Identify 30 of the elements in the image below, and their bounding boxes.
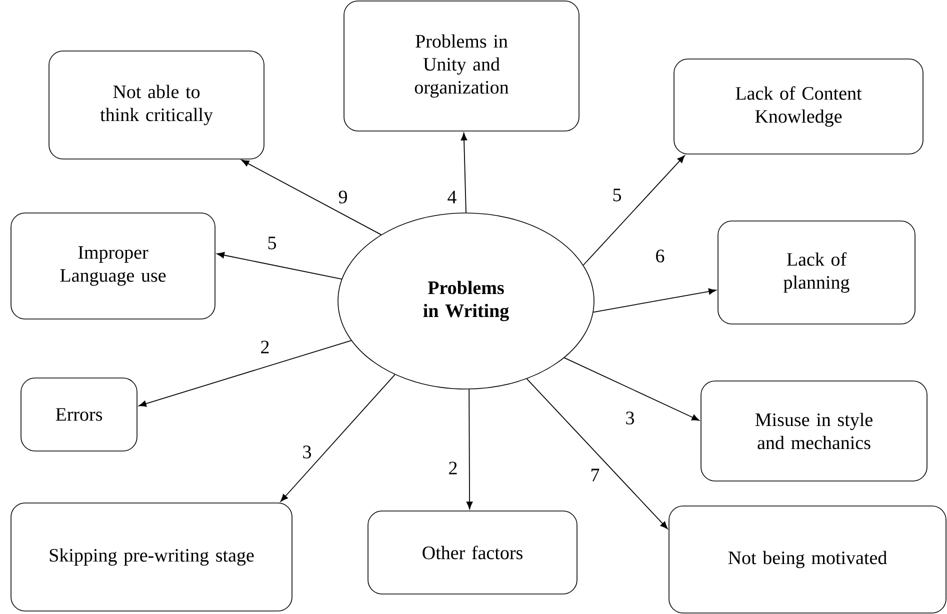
arrow: [138, 340, 352, 407]
edge-label: 3: [624, 410, 636, 426]
arrow: [526, 378, 668, 530]
text-box: Problems in Unity and organization: [344, 0, 580, 132]
text-box: Lack of Content Knowledge: [674, 58, 924, 154]
edge-label: 7: [589, 468, 601, 482]
arrow: [582, 155, 685, 266]
text-box: Not being motivated: [668, 506, 946, 614]
edge-label: 9: [337, 190, 349, 204]
text-box: Improper Language use: [10, 212, 216, 320]
arrow: [280, 374, 396, 502]
arrow: [564, 357, 700, 421]
arrow: [592, 288, 716, 313]
arrow: [460, 132, 468, 214]
edge-label: 5: [266, 236, 278, 250]
edge-label: 4: [446, 190, 458, 204]
edge-label: 2: [447, 460, 459, 476]
edge-label: 2: [259, 340, 271, 354]
arrow: [216, 252, 342, 280]
text-box: Other factors: [368, 510, 578, 594]
arrow: [241, 160, 382, 236]
text-box: Lack of planning: [718, 220, 916, 324]
edge-label: 3: [301, 444, 313, 460]
text-box: Errors: [20, 378, 138, 452]
text-box: Misuse in style and mechanics: [700, 380, 928, 482]
edge-label: 6: [654, 248, 666, 264]
arrow: [466, 388, 473, 510]
text-box: Skipping pre-writing stage: [10, 502, 292, 612]
text-box: Not able to think critically: [48, 50, 264, 160]
edge-label: 5: [611, 188, 623, 202]
